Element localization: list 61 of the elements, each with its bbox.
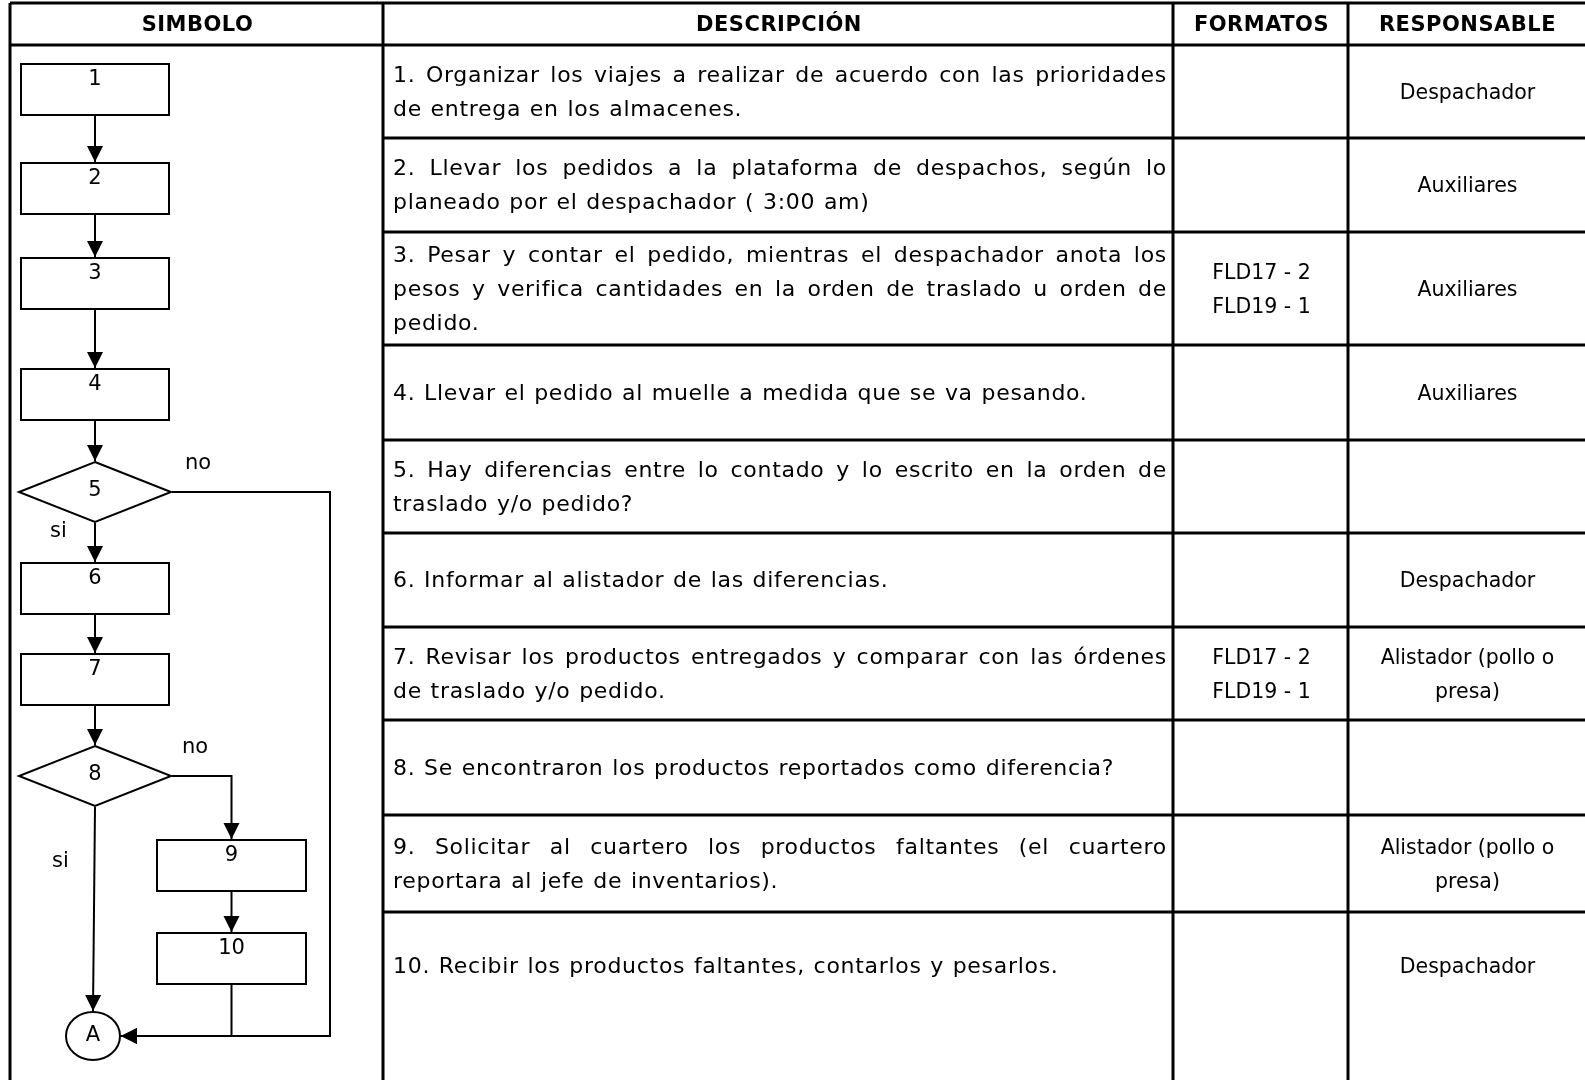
step-description: 2. Llevar los pedidos a la plataforma de despachos, según lo planeado por el despachador ( 3:00 am) [392,154,1168,216]
arrow [87,522,103,563]
responsible-role: Auxiliares [1417,172,1518,199]
decision-diamond [18,461,172,523]
arrow [87,115,103,163]
step-description: 10. Recibir los productos faltantes, contarlos y pesarlos. [392,952,1060,980]
arrow [171,775,240,840]
arrow [87,420,103,462]
step-description: 5. Hay diferencias entre lo contado y lo escrito en la orden de traslado y/o pedido? [392,455,1168,518]
step-description: 1. Organizar los viajes a realizar de acuerdo con las prioridades de entrega en los almacenes. [392,60,1168,123]
node-label: 1 [87,66,103,90]
format-code: FLD17 - 2 FLD19 - 1 [1211,258,1312,320]
process-box [156,839,307,892]
responsible-role: Alistador (pollo o presa) [1379,643,1556,705]
process-box [20,368,170,421]
edge-label: si [52,848,69,872]
arrow [87,705,103,746]
node-label: 3 [87,260,103,284]
connector-circle [65,1011,121,1061]
edge-label: no [182,734,209,758]
arrow [87,614,103,654]
responsible-role: Alistador (pollo o presa) [1379,833,1556,895]
responsible-role: Auxiliares [1417,379,1518,407]
process-box [20,162,170,215]
process-box [20,653,170,706]
column-header: RESPONSABLE [1378,12,1557,36]
arrow [85,806,102,1012]
decision-diamond [18,745,172,807]
column-header: FORMATOS [1193,12,1330,36]
node-label: A [84,1022,102,1046]
responsible-role: Despachador [1399,78,1536,106]
responsible-role: Auxiliares [1417,275,1518,303]
node-label: 9 [223,842,240,866]
process-box [156,932,307,985]
responsible-role: Despachador [1399,567,1536,594]
arrow [87,214,103,258]
responsible-role: Despachador [1399,953,1536,980]
arrow [87,309,103,369]
column-header: SIMBOLO [141,12,254,36]
node-label: 10 [217,935,246,959]
node-label: 7 [87,656,103,680]
step-description: 8. Se encontraron los productos reportados como diferencia? [392,753,1116,782]
step-description: 3. Pesar y contar el pedido, mientras el despachador anota los pesos y verifica cantidades en la orden de traslado u orden de pedido. [392,240,1168,337]
node-label: 6 [87,565,103,589]
process-box [20,257,170,310]
edge-label: si [50,518,67,542]
node-label: 5 [87,477,103,501]
step-description: 7. Revisar los productos entregados y comparar con las órdenes de traslado y/o pedido. [392,642,1168,705]
node-label: 8 [87,761,103,785]
arrow [120,984,233,1044]
arrow [223,891,240,933]
step-description: 6. Informar al alistador de las diferencias. [392,566,890,594]
process-box [20,63,170,116]
process-box [20,562,170,615]
format-code: FLD17 - 2 FLD19 - 1 [1211,643,1312,705]
node-label: 2 [87,165,103,189]
column-header: DESCRIPCIÓN [696,12,862,36]
step-description: 4. Llevar el pedido al muelle a medida que se va pesando. [392,378,1089,407]
edge-label: no [185,450,212,474]
node-label: 4 [87,371,103,395]
step-description: 9. Solicitar al cuartero los productos faltantes (el cuartero reportara al jefe de inventarios). [392,832,1168,895]
